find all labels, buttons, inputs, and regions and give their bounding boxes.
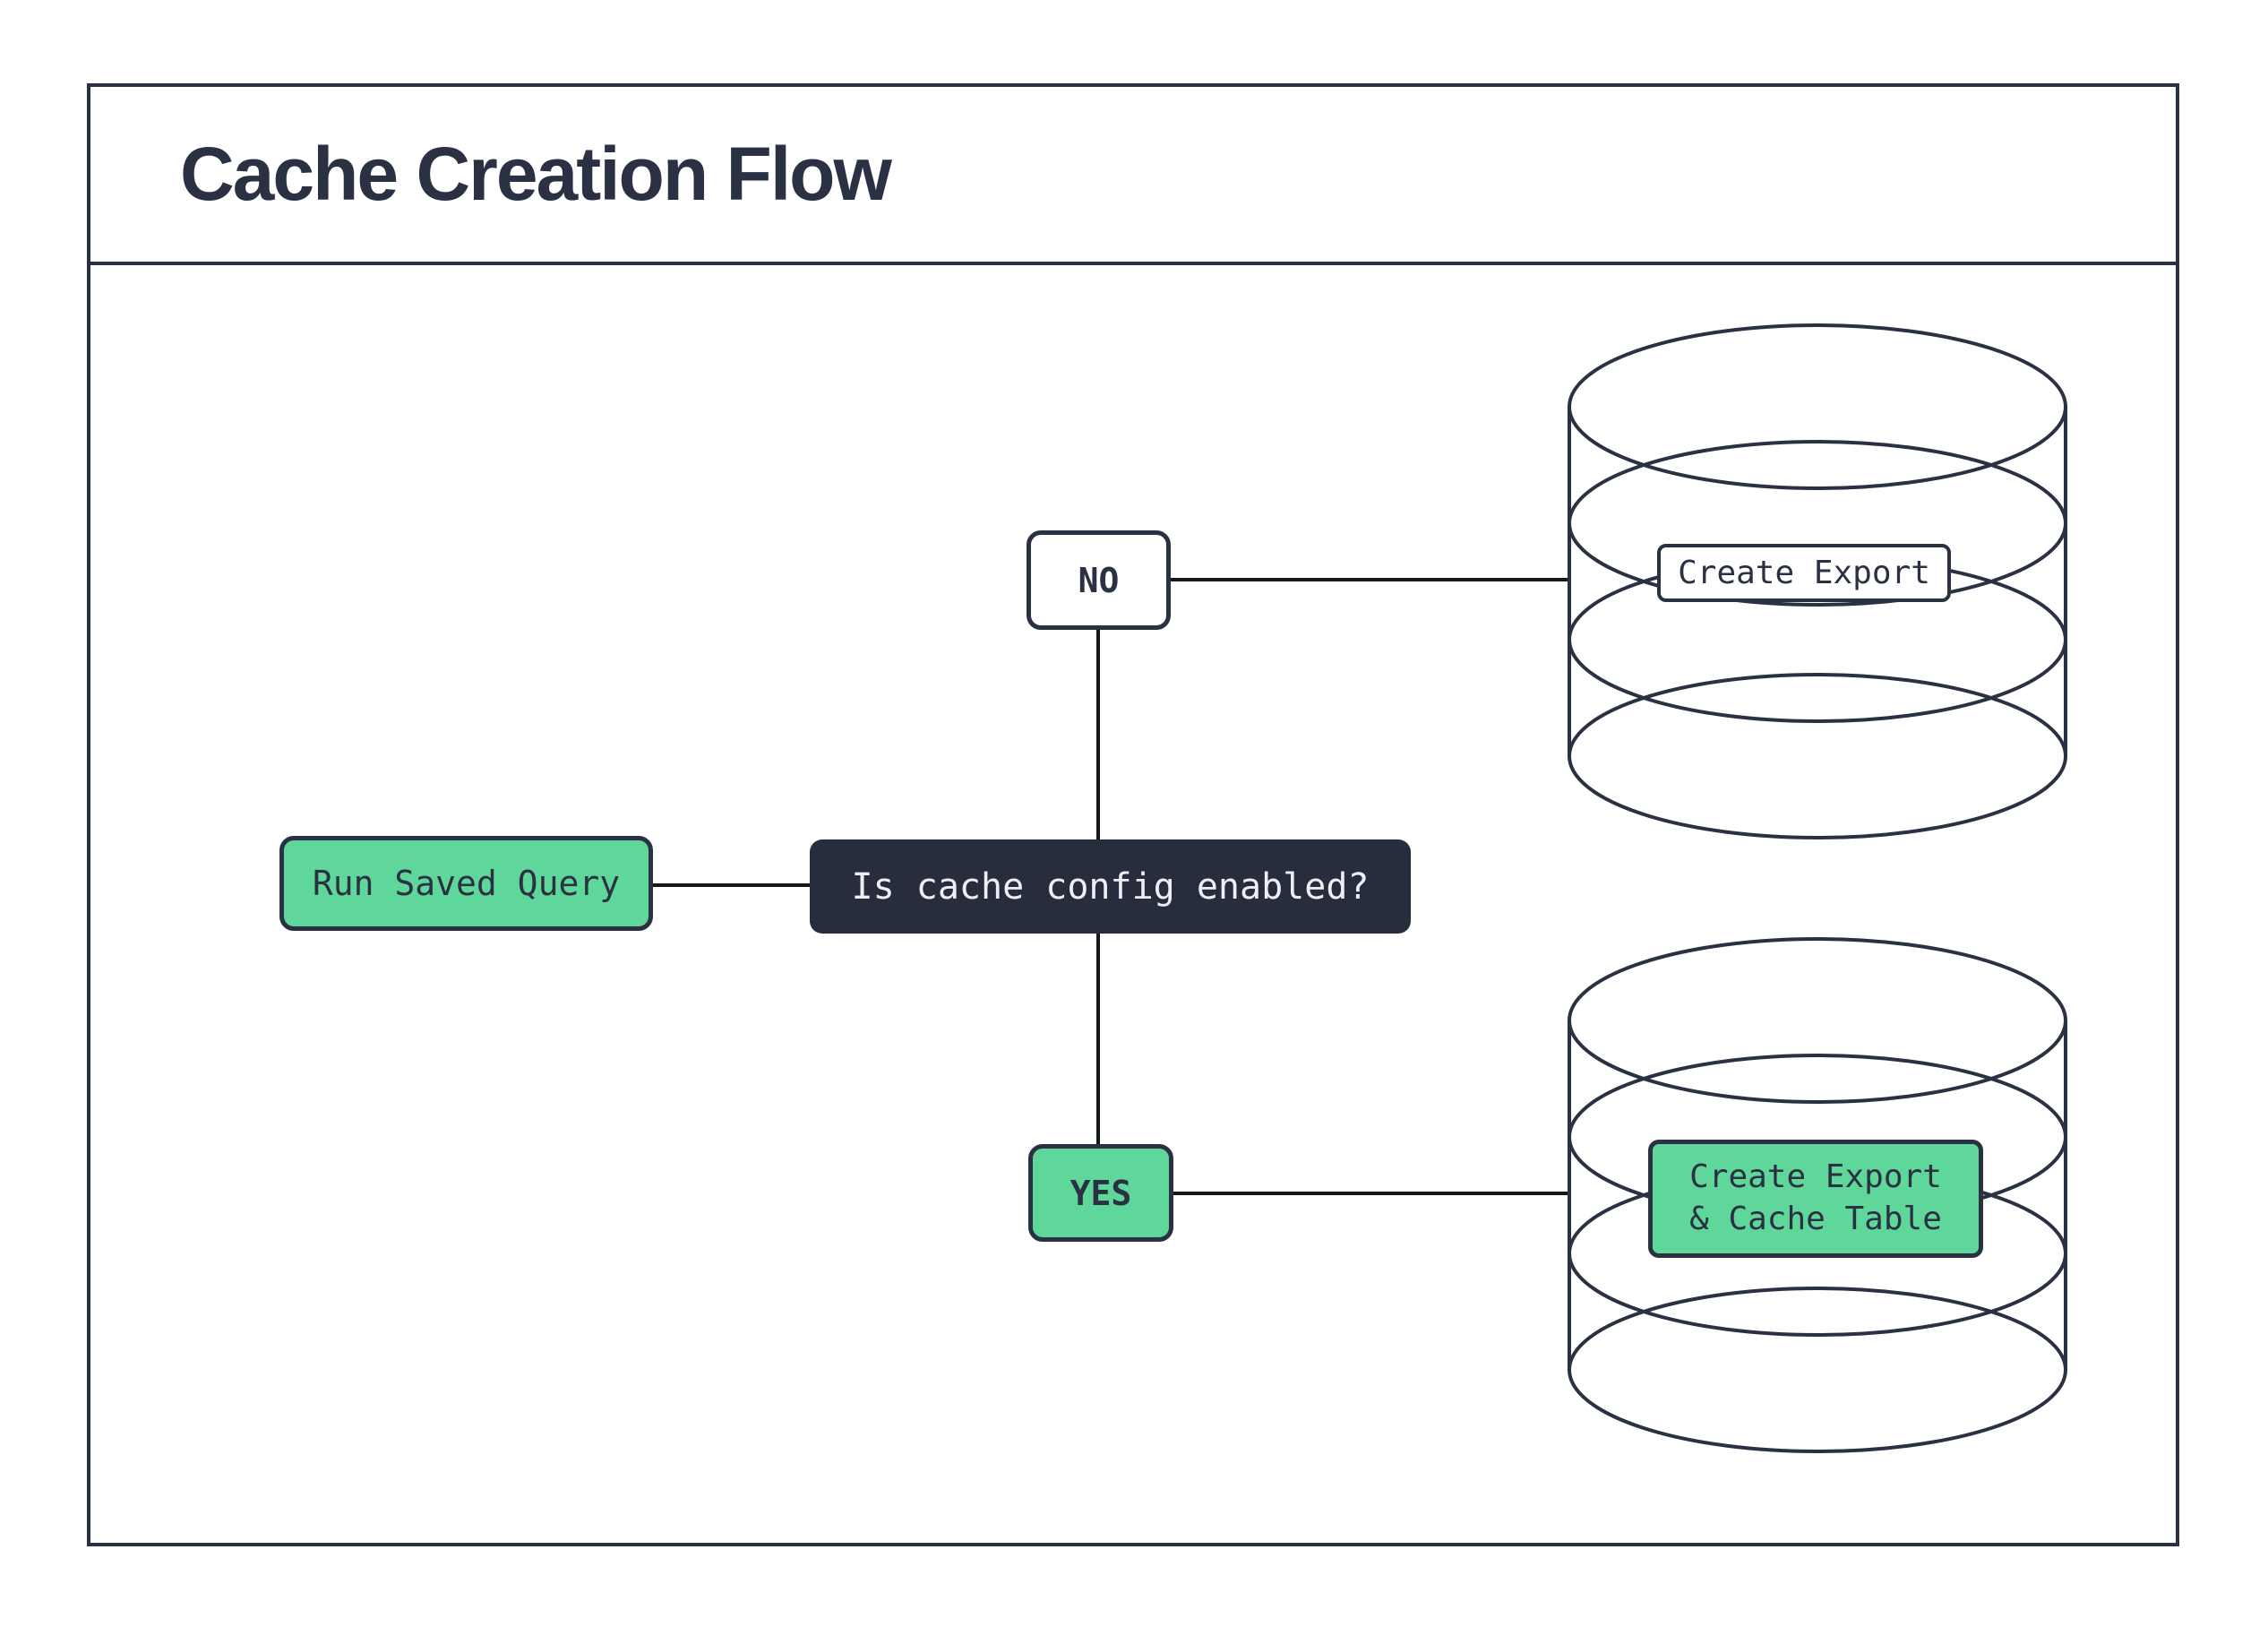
- node-decision-label: Is cache config enabled?: [851, 865, 1370, 908]
- db-label-cache-line2: & Cache Table: [1689, 1201, 1942, 1237]
- db-label-create-export: Create Export: [1657, 544, 1951, 602]
- node-branch-no: NO: [1027, 530, 1171, 630]
- diagram-frame: Cache Creation Flow: [87, 83, 2179, 1546]
- node-run-saved-query: Run Saved Query: [279, 836, 653, 931]
- node-decision-cache-config: Is cache config enabled?: [810, 839, 1411, 934]
- db-label-create-export-cache-table: Create Export & Cache Table: [1648, 1140, 1983, 1258]
- db-label-cache-line1: Create Export: [1689, 1158, 1942, 1196]
- node-branch-yes-label: YES: [1070, 1173, 1132, 1213]
- page-title: Cache Creation Flow: [180, 132, 892, 216]
- node-branch-no-label: NO: [1078, 560, 1120, 600]
- node-run-saved-query-label: Run Saved Query: [312, 864, 621, 903]
- node-branch-yes: YES: [1028, 1144, 1173, 1242]
- db-label-create-export-text: Create Export: [1678, 555, 1930, 591]
- diagram-header: Cache Creation Flow: [90, 87, 2176, 265]
